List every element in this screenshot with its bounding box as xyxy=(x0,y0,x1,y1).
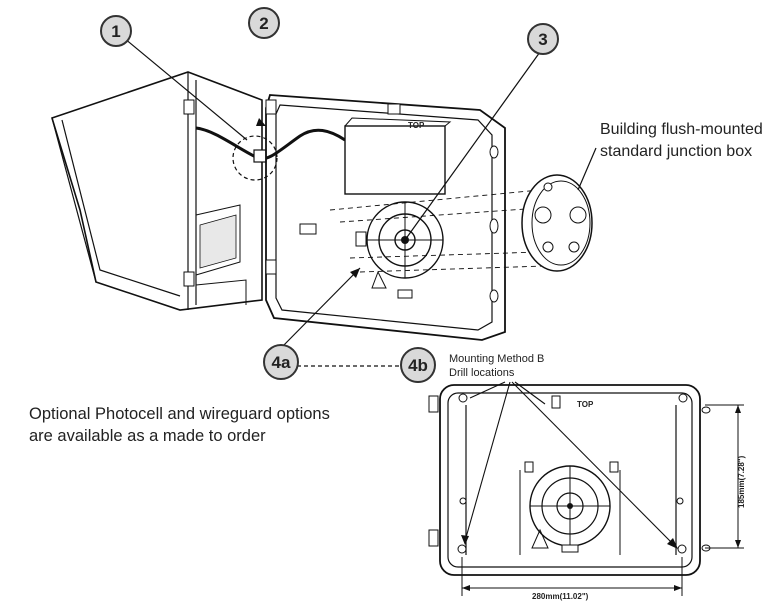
svg-text:4b: 4b xyxy=(408,356,428,375)
wire-harness xyxy=(195,118,346,181)
width-dimension-label: 280mm(11.02") xyxy=(532,592,589,601)
callout-4a: 4a xyxy=(263,344,299,380)
height-dimension-label: 185mm(7.28") xyxy=(737,455,746,508)
top-mark-upper: TOP xyxy=(408,121,425,130)
guide-lines xyxy=(329,189,546,273)
junction-box-leader xyxy=(577,147,597,191)
junction-box-label-line2: standard junction box xyxy=(600,143,753,160)
junction-box-label: Building flush-mounted standard junction… xyxy=(600,119,763,163)
backplate-housing: TOP xyxy=(265,94,506,341)
arrow-icon xyxy=(256,118,266,126)
callout-4b: 4b xyxy=(400,347,436,383)
callout-1-leader xyxy=(123,37,248,141)
callout-4a-leader xyxy=(278,267,361,351)
drill-location-arrows xyxy=(461,381,678,549)
photocell-note: Optional Photocell and wireguard options… xyxy=(29,403,330,447)
mounting-method-label: Mounting Method B Drill locations xyxy=(449,352,544,380)
svg-text:2: 2 xyxy=(259,14,268,33)
junction-box xyxy=(521,174,593,272)
svg-text:3: 3 xyxy=(538,30,547,49)
svg-text:1: 1 xyxy=(111,22,120,41)
top-mark-plate: TOP xyxy=(577,400,594,409)
photocell-note-line1: Optional Photocell and wireguard options xyxy=(29,405,330,423)
mounting-method-line1: Mounting Method B xyxy=(449,353,545,365)
connector-highlight-circle xyxy=(232,135,278,181)
svg-text:4a: 4a xyxy=(272,353,291,372)
photocell-note-line2: are available as a made to order xyxy=(29,427,266,445)
junction-box-label-line1: Building flush-mounted xyxy=(600,121,763,138)
callout-1: 1 xyxy=(100,15,132,47)
callout-3: 3 xyxy=(527,23,559,55)
mounting-method-line2: Drill locations xyxy=(449,367,515,379)
mounting-plate: TOP xyxy=(428,384,711,576)
luminaire-hood xyxy=(51,71,263,311)
dimension-lines: 280mm(11.02") 185mm(7.28") xyxy=(461,404,746,601)
driver-box xyxy=(344,125,446,195)
callout-2: 2 xyxy=(248,7,280,39)
callout-3-leader xyxy=(404,51,541,241)
